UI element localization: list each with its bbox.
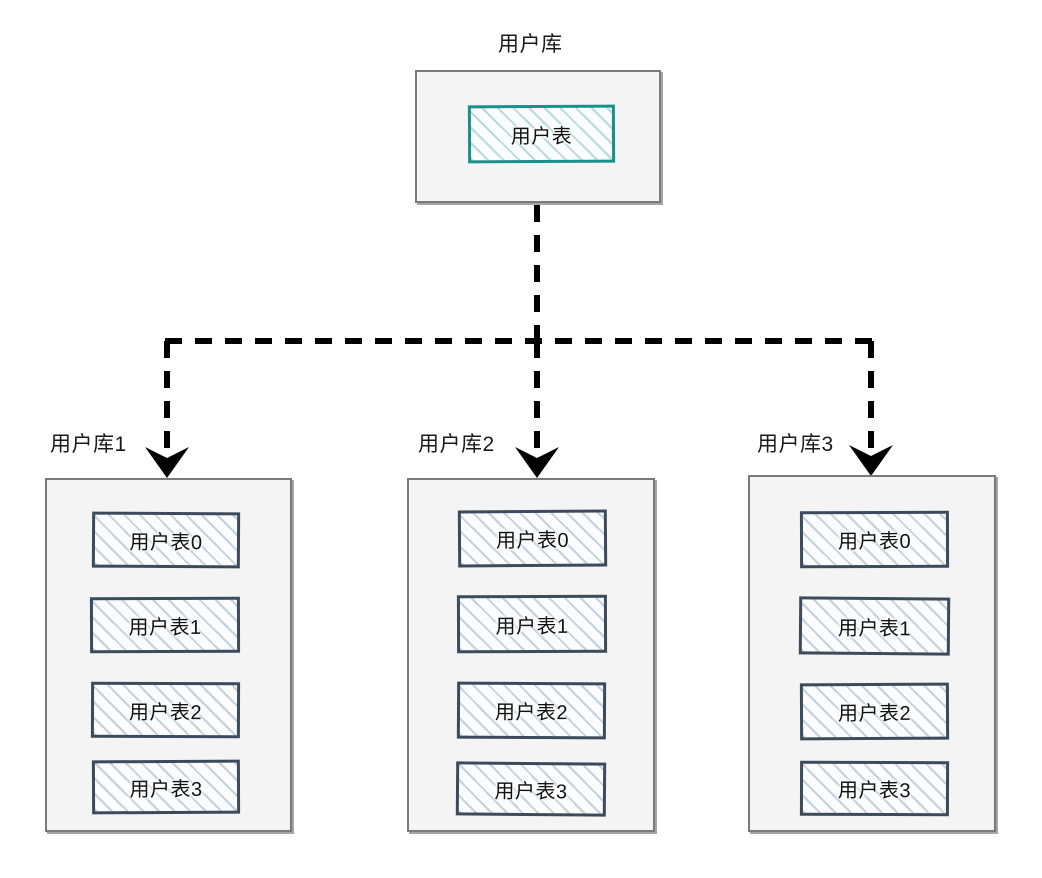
shard-1-table-0-label: 用户表0 xyxy=(129,531,203,554)
shard-3-table-2: 用户表2 xyxy=(799,682,950,741)
shard-1-table-2-label: 用户表2 xyxy=(128,701,203,724)
shard-3-table-2-label: 用户表2 xyxy=(837,702,912,726)
shard-2-table-0-label: 用户表0 xyxy=(495,529,570,553)
shard-2-table-1-label: 用户表1 xyxy=(495,615,569,638)
shard-1-label: 用户库1 xyxy=(50,433,127,456)
shard-3-table-0-label: 用户表0 xyxy=(837,530,912,554)
shard-3-table-0: 用户表0 xyxy=(799,510,950,569)
shard-3-table-3: 用户表3 xyxy=(799,760,950,817)
shard-1-table-3: 用户表3 xyxy=(91,759,241,815)
source-user-table: 用户表 xyxy=(467,104,616,164)
shard-3-table-1: 用户表1 xyxy=(798,596,951,656)
shard-2-table-0: 用户表0 xyxy=(457,509,608,568)
source-user-table-label: 用户表 xyxy=(510,125,573,148)
shard-2-table-1: 用户表1 xyxy=(456,594,608,654)
shard-1-table-0: 用户表0 xyxy=(91,511,241,569)
shard-1-table-1: 用户表1 xyxy=(89,596,241,654)
shard-3-table-1-label: 用户表1 xyxy=(837,617,912,640)
shard-1-table-2: 用户表2 xyxy=(90,681,241,739)
shard-3-label: 用户库3 xyxy=(757,433,834,456)
shard-1-table-3-label: 用户表3 xyxy=(129,778,203,801)
arrowhead-right xyxy=(849,445,893,476)
shard-3-table-3-label: 用户表3 xyxy=(837,779,912,803)
shard-1-table-1-label: 用户表1 xyxy=(128,616,202,639)
shard-2-label: 用户库2 xyxy=(418,433,495,456)
source-db-label: 用户库 xyxy=(498,33,563,56)
arrowhead-left xyxy=(145,447,189,478)
arrowhead-middle xyxy=(515,447,559,478)
shard-2-table-3: 用户表3 xyxy=(455,761,607,817)
shard-2-table-3-label: 用户表3 xyxy=(494,780,568,803)
shard-2-table-2: 用户表2 xyxy=(456,681,607,740)
shard-2-table-2-label: 用户表2 xyxy=(494,701,569,725)
